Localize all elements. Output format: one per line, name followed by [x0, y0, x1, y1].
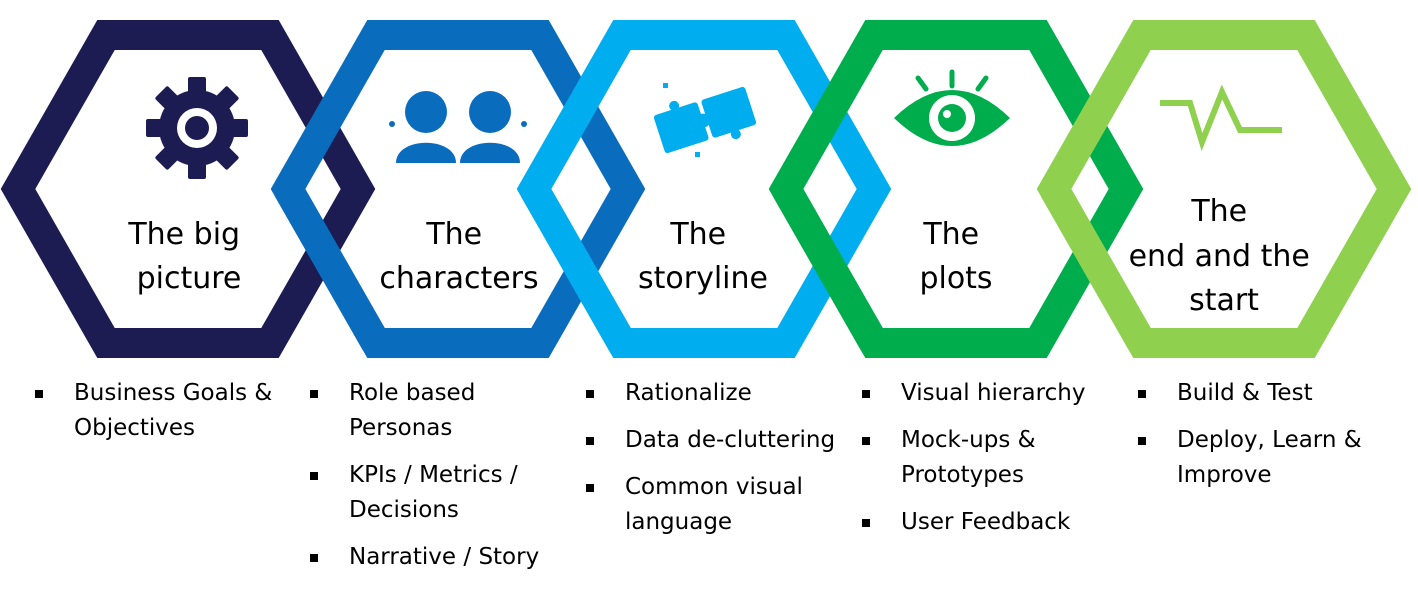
stage-5-title: The end and the start	[1129, 194, 1320, 318]
stage-2-title-line: characters	[379, 261, 538, 296]
stage-1-title-line: The big	[127, 217, 240, 252]
bullet-item: Common visual language	[581, 470, 843, 540]
stage-3-title-line: storyline	[638, 261, 768, 296]
hexagon-ring-1	[0, 20, 376, 358]
eye-icon	[894, 69, 1010, 146]
ring-5-link-overlap	[1040, 181, 1156, 351]
stage-5-title-line: start	[1189, 283, 1259, 318]
stage-3-bullet-list: Rationalize Data de-cluttering Common vi…	[581, 376, 843, 552]
stage-5-title-line: end and the	[1129, 239, 1310, 274]
stage-4-bullet-list: Visual hierarchy Mock-ups & Prototypes U…	[857, 376, 1107, 552]
stage-4-title-line: The	[922, 217, 979, 252]
ring-2-link-overlap	[274, 181, 390, 351]
pulse-line-icon	[1160, 84, 1282, 152]
people-icon	[389, 91, 527, 163]
bullet-item: Business Goals & Objectives	[30, 376, 285, 446]
bullet-item: Mock-ups & Prototypes	[857, 423, 1107, 493]
ring-4-link-overlap	[772, 181, 888, 351]
bullet-item: Build & Test	[1133, 376, 1383, 411]
stage-2-bullet-list: Role based Personas KPIs / Metrics / Dec…	[305, 376, 560, 587]
bullet-item: KPIs / Metrics / Decisions	[305, 458, 560, 528]
puzzle-icon	[653, 83, 757, 157]
stage-1-title-line: picture	[137, 261, 242, 296]
bullet-item: Rationalize	[581, 376, 843, 411]
stage-5-bullet-list: Build & Test Deploy, Learn & Improve	[1133, 376, 1383, 505]
bullet-item: Deploy, Learn & Improve	[1133, 423, 1383, 493]
stage-4-title: The plots	[919, 217, 992, 296]
stage-4-title-line: plots	[919, 261, 992, 296]
bullet-item: Visual hierarchy	[857, 376, 1107, 411]
stage-3-title-line: The	[669, 217, 726, 252]
stage-5-title-line: The	[1190, 194, 1247, 229]
bullet-item: Role based Personas	[305, 376, 560, 446]
stage-2-title-line: The	[425, 217, 482, 252]
ring-3-link-overlap	[520, 181, 636, 351]
stage-3-title: The storyline	[638, 217, 768, 296]
gear-icon	[146, 77, 248, 179]
stage-1-bullet-list: Business Goals & Objectives	[30, 376, 285, 458]
bullet-item: Data de-cluttering	[581, 423, 843, 458]
stage-1-title: The big picture	[127, 217, 249, 296]
bullet-item: User Feedback	[857, 505, 1107, 540]
bullet-item: Narrative / Story	[305, 540, 560, 575]
stage-2-title: The characters	[379, 217, 538, 296]
